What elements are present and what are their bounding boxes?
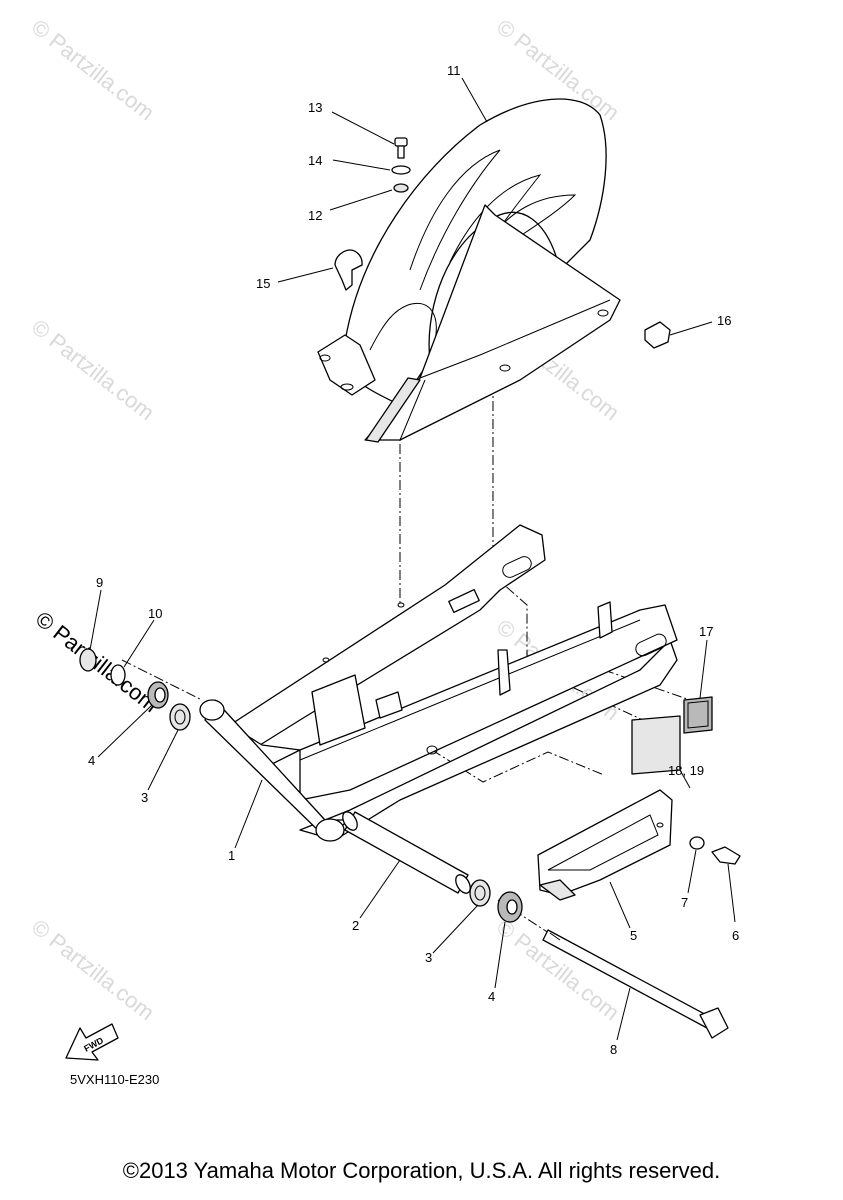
bolt-6 bbox=[711, 846, 741, 865]
callout-10: 10 bbox=[148, 606, 162, 621]
watermark: © Partzilla.com bbox=[31, 606, 163, 717]
callout-3-left: 3 bbox=[141, 790, 148, 805]
shaft-2 bbox=[342, 811, 471, 894]
bolt-13-shaft bbox=[397, 145, 405, 159]
callout-18-19: 18, 19 bbox=[668, 763, 704, 778]
callout-13: 13 bbox=[308, 100, 322, 115]
callout-9: 9 bbox=[96, 575, 103, 590]
bearing-3-left bbox=[169, 703, 191, 731]
callout-1: 1 bbox=[228, 848, 235, 863]
fwd-arrow-icon: FWD bbox=[65, 1023, 119, 1061]
callout-2: 2 bbox=[352, 918, 359, 933]
callout-14: 14 bbox=[308, 153, 322, 168]
seals-4 bbox=[147, 681, 523, 923]
callouts: 11 13 14 12 15 16 9 10 4 3 1 2 3 4 5 7 6… bbox=[88, 63, 739, 1057]
fasteners-6-7 bbox=[689, 836, 741, 865]
washer-14 bbox=[391, 165, 411, 175]
chain-cover bbox=[364, 204, 621, 443]
callout-16: 16 bbox=[717, 313, 731, 328]
bearings-3 bbox=[169, 703, 491, 907]
bolt-16 bbox=[644, 321, 671, 349]
bearing-3-right bbox=[469, 879, 491, 907]
collar-12 bbox=[393, 183, 409, 193]
callout-4-left: 4 bbox=[88, 753, 95, 768]
copyright-notice: ©2013 Yamaha Motor Corporation, U.S.A. A… bbox=[122, 1158, 721, 1183]
callout-17: 17 bbox=[699, 624, 713, 639]
callout-12: 12 bbox=[308, 208, 322, 223]
callout-8: 8 bbox=[610, 1042, 617, 1057]
fasteners-top bbox=[334, 137, 671, 349]
pivot-shaft-8 bbox=[542, 929, 729, 1039]
callout-4-right: 4 bbox=[488, 989, 495, 1004]
rear-fender-11 bbox=[317, 98, 607, 406]
collar-7 bbox=[689, 836, 705, 850]
bolt-13-head bbox=[394, 137, 408, 147]
diagram-code: 5VXH110-E230 bbox=[70, 1072, 160, 1087]
callout-15: 15 bbox=[256, 276, 270, 291]
labels-17-18-19 bbox=[631, 696, 713, 775]
watermark: © Partzilla.com bbox=[27, 14, 159, 125]
callout-11: 11 bbox=[447, 63, 461, 78]
watermark: © Partzilla.com bbox=[27, 314, 159, 425]
watermark: © Partzilla.com bbox=[27, 914, 159, 1025]
leader-lines bbox=[89, 77, 736, 1041]
thrust-cover-10 bbox=[110, 664, 126, 686]
swingarm bbox=[199, 524, 678, 842]
chain-guide-5 bbox=[537, 789, 673, 901]
callout-3-right: 3 bbox=[425, 950, 432, 965]
caps-9-10 bbox=[79, 648, 126, 686]
callout-7: 7 bbox=[681, 895, 688, 910]
callout-6: 6 bbox=[732, 928, 739, 943]
cap-9 bbox=[79, 648, 97, 672]
callout-5: 5 bbox=[630, 928, 637, 943]
rivet-15 bbox=[334, 249, 363, 291]
label-17 bbox=[683, 696, 713, 734]
